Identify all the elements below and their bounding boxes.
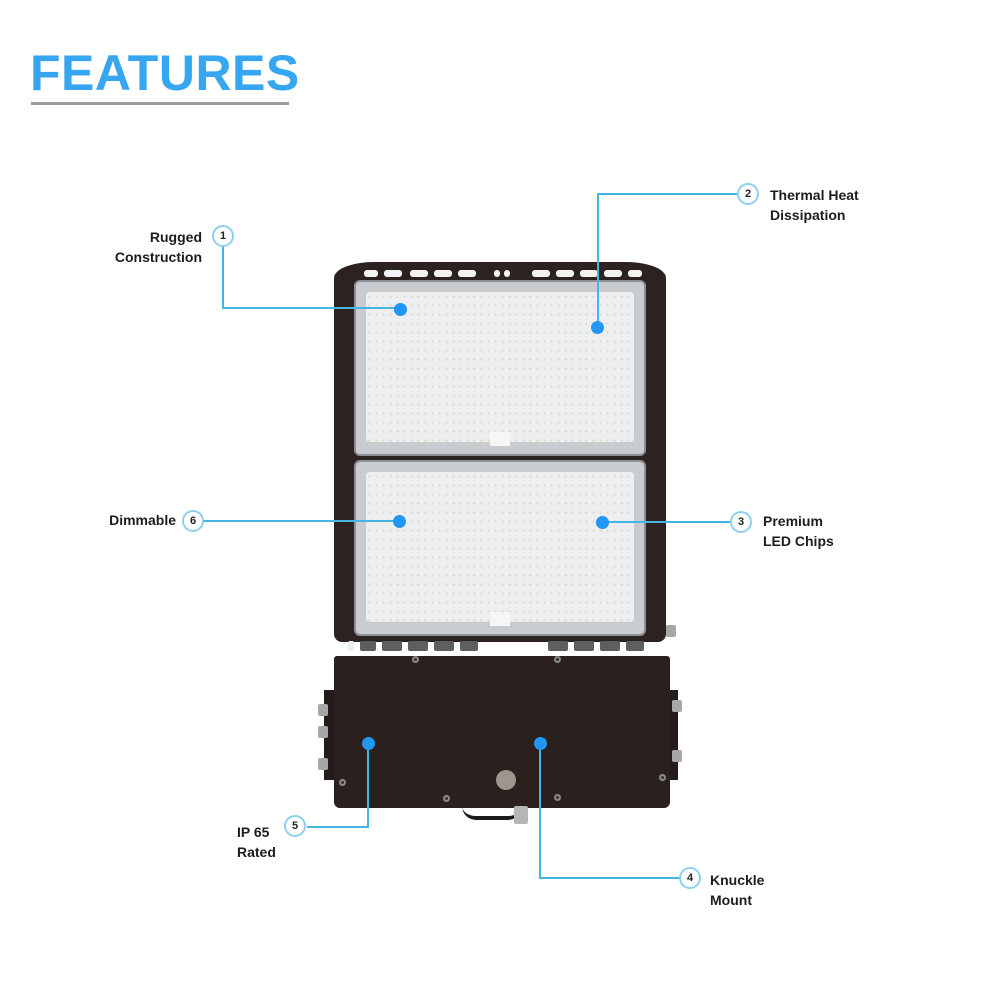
callout-dot xyxy=(392,514,406,528)
feature-number-badge: 2 xyxy=(737,183,759,205)
cable-gland xyxy=(514,806,528,824)
power-cable xyxy=(462,806,522,820)
callout-dot xyxy=(393,302,407,316)
feature-label: Rugged Construction xyxy=(114,229,202,265)
feature-label: Premium LED Chips xyxy=(763,513,834,549)
feature-label: Dimmable xyxy=(109,512,176,528)
feature-label: IP 65 Rated xyxy=(237,824,276,860)
feature-label: Knuckle Mount xyxy=(710,872,765,908)
feature-number-badge: 4 xyxy=(679,867,701,889)
driver-side-right xyxy=(668,690,678,780)
vent-strip xyxy=(348,641,658,653)
photocell-sensor xyxy=(496,770,516,790)
feature-number-badge: 6 xyxy=(182,510,204,532)
feature-number-badge: 1 xyxy=(212,225,234,247)
feature-label: Thermal Heat Dissipation xyxy=(770,187,859,223)
callout-dot xyxy=(595,515,609,529)
led-panel-lower xyxy=(354,460,646,636)
callout-dot xyxy=(590,320,604,334)
callout-dot xyxy=(361,736,375,750)
title-underline xyxy=(31,102,289,105)
feature-number-badge: 5 xyxy=(284,815,306,837)
heat-vent-slots xyxy=(334,270,666,278)
feature-number-badge: 3 xyxy=(730,511,752,533)
features-title: FEATURES xyxy=(30,45,300,101)
callout-dot xyxy=(533,736,547,750)
